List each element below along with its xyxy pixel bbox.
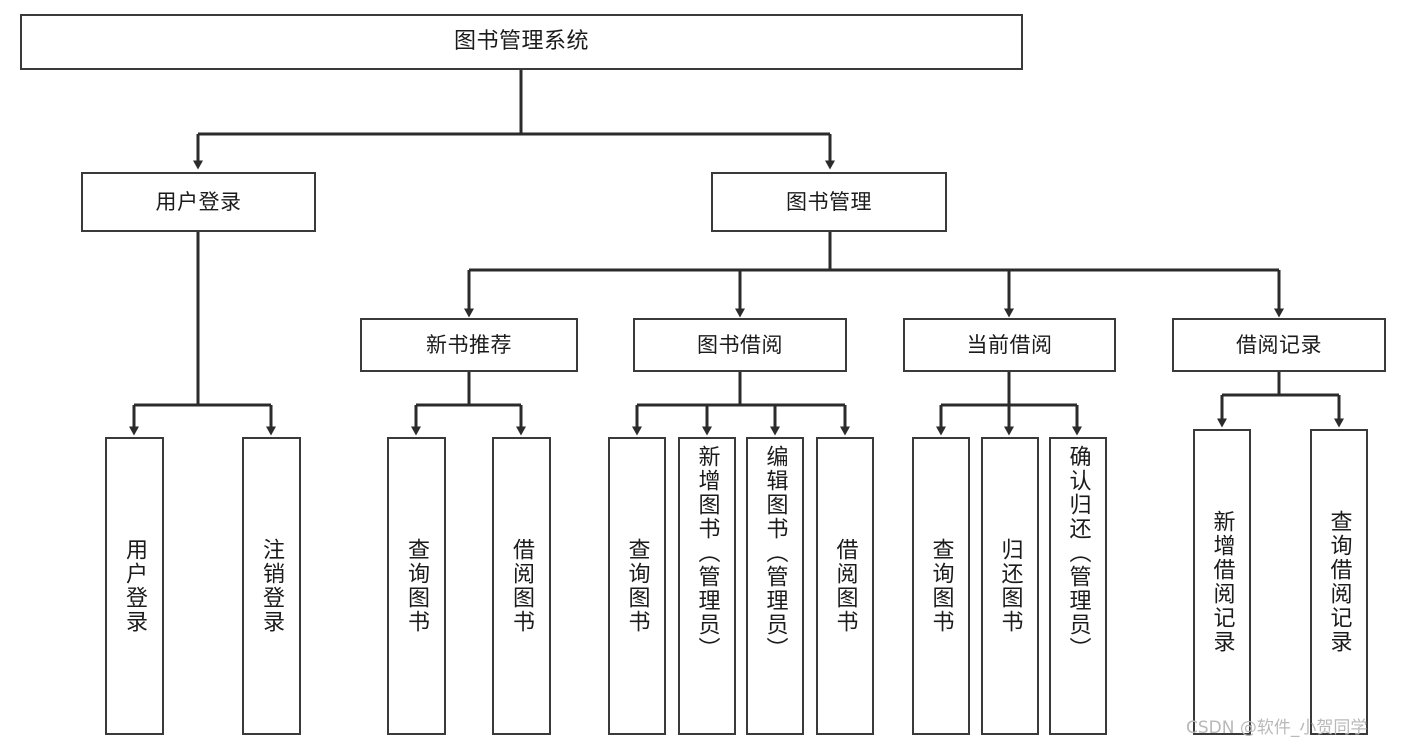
- node-label: 查询图书: [928, 538, 954, 634]
- leaf-query-book-3[interactable]: 查询图书: [912, 437, 970, 735]
- node-label: 借阅图书: [509, 538, 535, 634]
- node-label: 确认归还（管理员）: [1065, 445, 1091, 661]
- csdn-watermark: CSDN @软件_小贺同学: [1186, 718, 1368, 738]
- node-label: 图书管理系统: [453, 29, 589, 55]
- leaf-query-book-1[interactable]: 查询图书: [387, 437, 446, 735]
- node-new-book-recommend[interactable]: 新书推荐: [360, 318, 578, 372]
- node-label: 借阅图书: [832, 538, 858, 634]
- node-label: 用户登录: [155, 189, 242, 214]
- node-book-management[interactable]: 图书管理: [711, 172, 947, 232]
- node-label: 注销登录: [259, 538, 285, 634]
- node-book-borrow[interactable]: 图书借阅: [633, 318, 847, 372]
- leaf-edit-book[interactable]: 编辑图书（管理员）: [746, 437, 804, 735]
- node-borrow-record[interactable]: 借阅记录: [1172, 318, 1386, 372]
- node-label: 查询借阅记录: [1326, 510, 1352, 654]
- node-current-borrow[interactable]: 当前借阅: [903, 318, 1116, 372]
- leaf-user-login[interactable]: 用户登录: [105, 437, 164, 735]
- node-label: 新书推荐: [426, 332, 512, 357]
- node-label: 新增图书（管理员）: [694, 445, 720, 661]
- leaf-add-record[interactable]: 新增借阅记录: [1193, 429, 1251, 735]
- node-label: 图书管理: [786, 189, 872, 214]
- node-label: 当前借阅: [966, 332, 1053, 357]
- leaf-borrow-book-2[interactable]: 借阅图书: [816, 437, 874, 735]
- node-label: 查询图书: [624, 538, 650, 634]
- leaf-confirm-return[interactable]: 确认归还（管理员）: [1049, 437, 1107, 735]
- node-label: 归还图书: [997, 538, 1023, 634]
- node-label: 借阅记录: [1236, 332, 1322, 357]
- node-user-login[interactable]: 用户登录: [81, 172, 316, 232]
- node-label: 查询图书: [404, 538, 430, 634]
- node-label: 图书借阅: [697, 332, 783, 357]
- node-label: 用户登录: [122, 538, 148, 634]
- leaf-return-book[interactable]: 归还图书: [981, 437, 1039, 735]
- leaf-borrow-book-1[interactable]: 借阅图书: [492, 437, 551, 735]
- leaf-query-record[interactable]: 查询借阅记录: [1310, 429, 1368, 735]
- node-root-book-management-system[interactable]: 图书管理系统: [20, 14, 1023, 70]
- node-label: 编辑图书（管理员）: [762, 445, 788, 661]
- leaf-logout-login[interactable]: 注销登录: [242, 437, 301, 735]
- leaf-query-book-2[interactable]: 查询图书: [608, 437, 666, 735]
- node-label: 新增借阅记录: [1209, 510, 1235, 654]
- leaf-add-book[interactable]: 新增图书（管理员）: [678, 437, 736, 735]
